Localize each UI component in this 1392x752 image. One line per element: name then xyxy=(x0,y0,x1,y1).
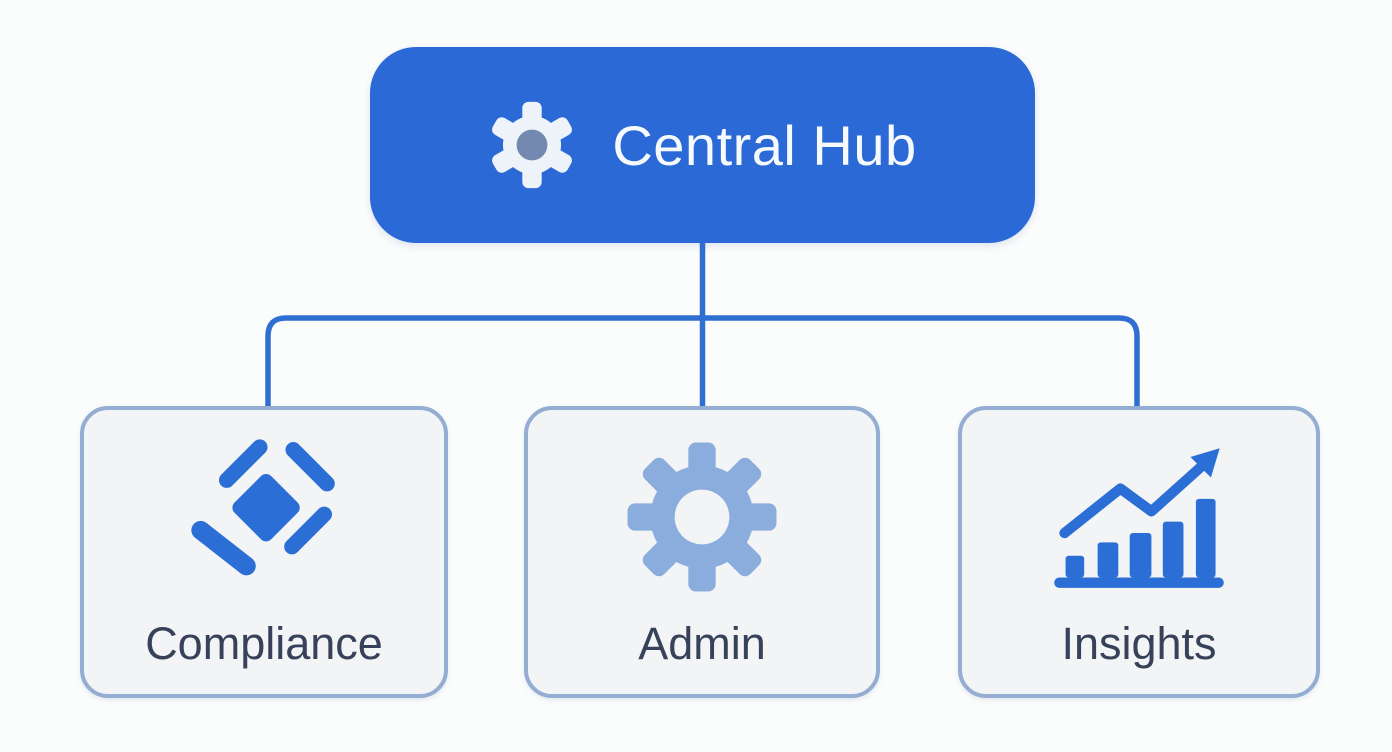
node-central-hub: Central Hub xyxy=(370,47,1035,243)
node-label: Central Hub xyxy=(612,113,917,177)
gear-icon xyxy=(528,410,876,619)
node-admin: Admin xyxy=(524,406,880,698)
gavel-icon xyxy=(84,410,444,619)
node-insights: Insights xyxy=(958,406,1320,698)
node-label: Admin xyxy=(638,617,766,669)
node-label: Compliance xyxy=(145,617,383,669)
gear-icon xyxy=(488,101,576,189)
node-label: Insights xyxy=(1061,617,1217,669)
growth-chart-icon xyxy=(962,410,1316,619)
node-compliance: Compliance xyxy=(80,406,448,698)
